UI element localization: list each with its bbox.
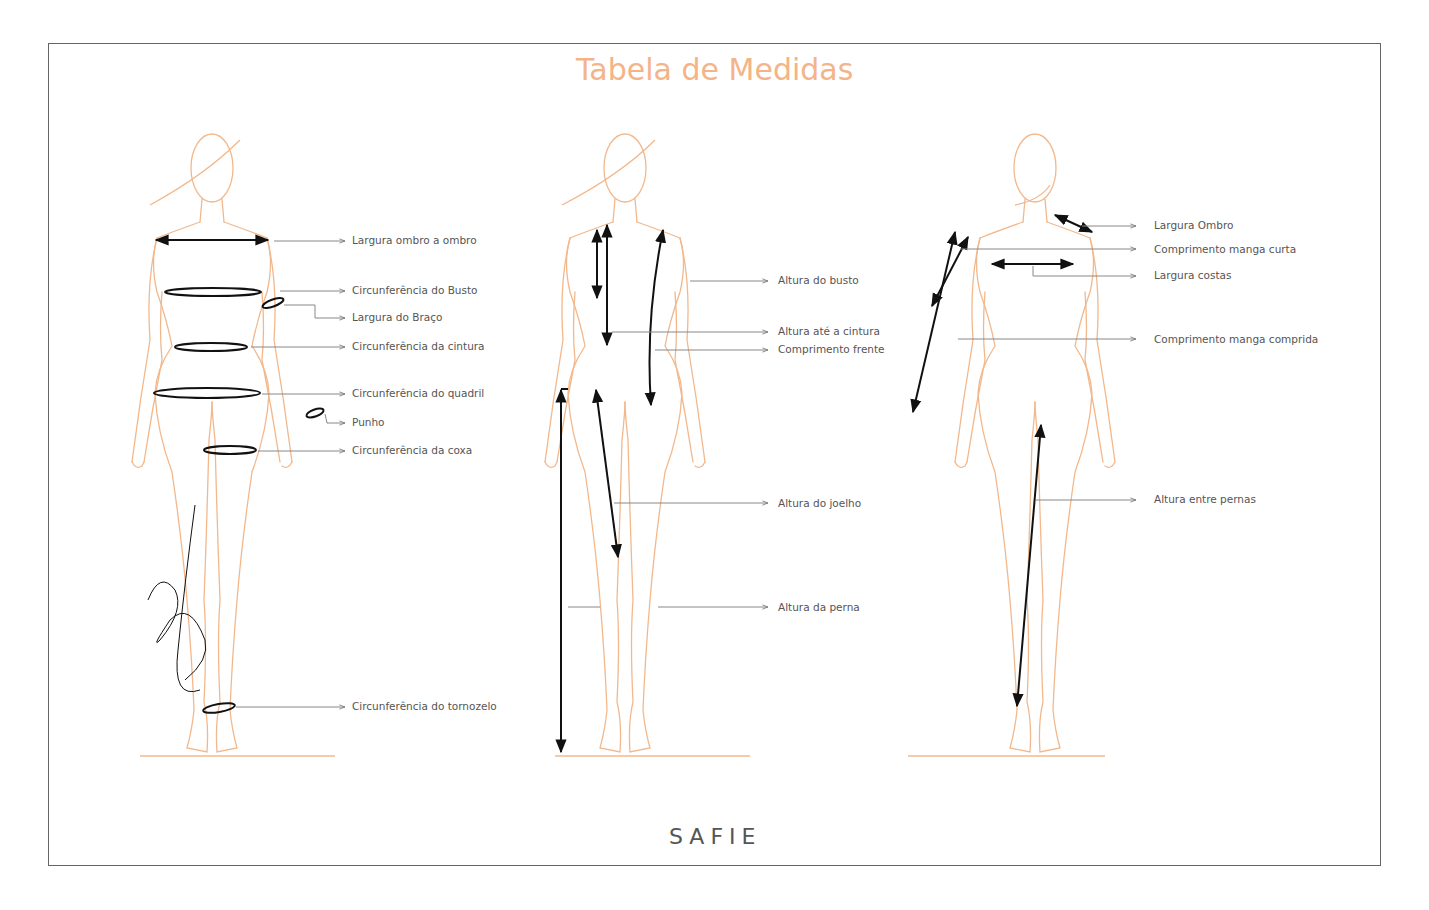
figure-stroke xyxy=(280,291,345,292)
figure-stroke xyxy=(1017,425,1041,706)
measure-label: Altura do busto xyxy=(778,273,859,287)
figure-stroke xyxy=(1036,500,1136,501)
measure-label: Largura ombro a ombro xyxy=(352,233,477,247)
figure-stroke xyxy=(305,407,324,420)
back-figure xyxy=(955,134,1115,752)
figure-stroke xyxy=(650,230,664,405)
measure-arrows xyxy=(561,225,663,752)
figure-stroke xyxy=(284,305,345,318)
measure-label: Circunferência da cintura xyxy=(352,339,485,353)
measure-label: Largura do Braço xyxy=(352,310,442,324)
figure-stroke xyxy=(960,249,1136,250)
figure-stroke xyxy=(560,390,562,752)
measure-label: Altura até a cintura xyxy=(778,324,880,338)
figure-stroke xyxy=(154,388,260,398)
figure-stroke xyxy=(596,230,598,298)
figure-stroke xyxy=(251,347,345,348)
figure-stroke xyxy=(150,140,240,205)
ground-lines xyxy=(140,755,1105,756)
measure-label: Comprimento frente xyxy=(778,342,885,356)
figure-stroke xyxy=(203,701,236,714)
measure-arrows xyxy=(913,215,1092,706)
figure-stroke xyxy=(325,414,345,423)
figure-stroke xyxy=(690,281,768,282)
figure-stroke xyxy=(932,237,968,306)
measure-label: Punho xyxy=(352,415,385,429)
figure-stroke xyxy=(612,332,768,333)
measure-label: Largura Ombro xyxy=(1154,218,1234,232)
front-figure xyxy=(132,134,292,752)
figure-stroke xyxy=(156,239,268,241)
figure-stroke xyxy=(562,140,655,205)
figure-stroke xyxy=(236,707,345,708)
measure-label: Circunferência da coxa xyxy=(352,443,472,457)
figure-stroke xyxy=(596,390,618,557)
brand-logo: SAFIE xyxy=(669,824,761,850)
signature xyxy=(148,505,206,692)
figure-stroke xyxy=(262,394,345,395)
figure-stroke xyxy=(175,343,247,351)
figure-stroke xyxy=(1055,215,1092,232)
figure-stroke xyxy=(1015,185,1050,205)
figure-stroke xyxy=(568,607,600,608)
hair-lines xyxy=(150,140,1050,205)
leader-lines xyxy=(236,241,345,707)
figure-stroke xyxy=(204,446,256,454)
measure-label: Altura do joelho xyxy=(778,496,861,510)
measure-label: Circunferência do Busto xyxy=(352,283,478,297)
figure-stroke xyxy=(1082,226,1136,227)
measure-label: Comprimento manga comprida xyxy=(1154,332,1318,346)
figure-stroke xyxy=(561,388,568,390)
figure-stroke xyxy=(555,755,750,756)
figure-stroke xyxy=(165,288,261,296)
measure-label: Comprimento manga curta xyxy=(1154,242,1296,256)
figure-stroke xyxy=(658,607,768,608)
measure-label: Circunferência do tornozelo xyxy=(352,699,497,713)
figure-stroke xyxy=(258,451,345,452)
figure-stroke xyxy=(606,225,608,345)
figure-stroke xyxy=(913,232,955,412)
chart-title: Tabela de Medidas xyxy=(576,52,853,87)
measure-label: Largura costas xyxy=(1154,268,1232,282)
measure-label: Circunferência do quadril xyxy=(352,386,484,400)
measure-marks xyxy=(154,240,325,715)
measure-label: Altura da perna xyxy=(778,600,860,614)
figure-stroke xyxy=(261,296,284,310)
figure-stroke xyxy=(1033,266,1136,276)
figure-stroke xyxy=(655,350,768,351)
figure-stroke xyxy=(274,241,345,242)
figure-stroke xyxy=(992,263,1073,265)
figure-stroke xyxy=(908,755,1105,756)
measure-label: Altura entre pernas xyxy=(1154,492,1256,506)
leader-lines xyxy=(568,281,768,607)
leader-lines xyxy=(958,226,1136,500)
front-figure xyxy=(545,134,705,752)
figure-stroke xyxy=(140,755,335,756)
figure-stroke xyxy=(958,339,1136,340)
figure-stroke xyxy=(614,503,768,504)
frame xyxy=(49,44,1381,866)
